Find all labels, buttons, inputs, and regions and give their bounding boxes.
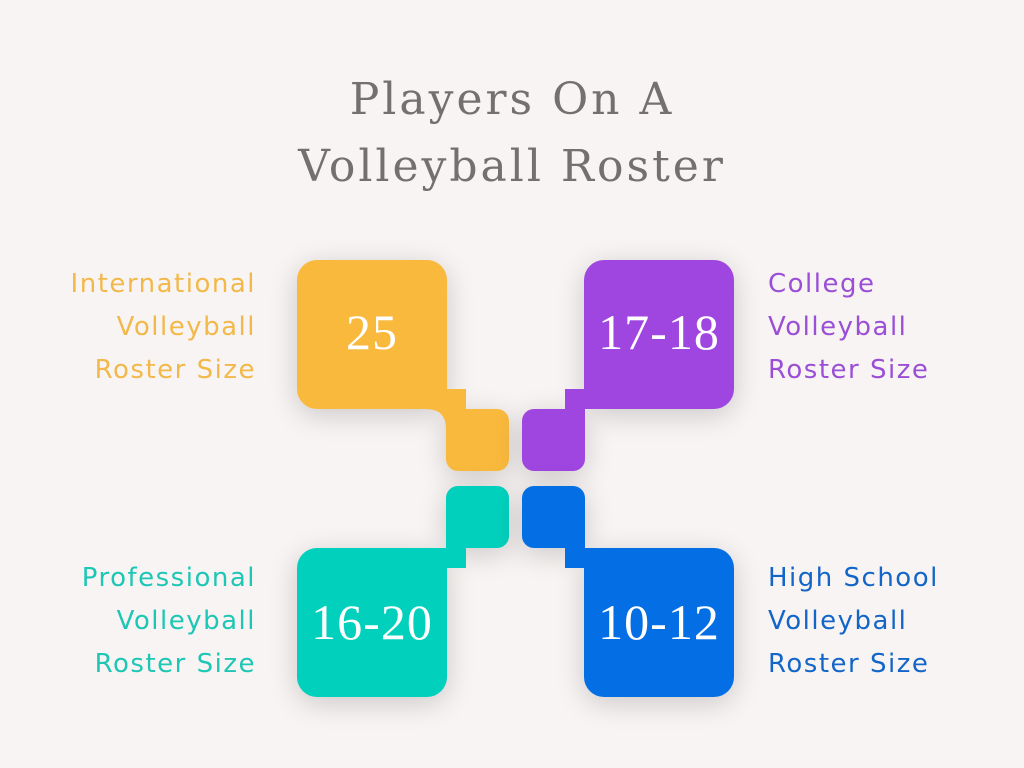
international-connector	[426, 389, 466, 429]
high-school-connector	[565, 528, 605, 568]
high-school-value: 10-12	[598, 594, 720, 650]
college-value: 17-18	[598, 304, 720, 360]
title-line-2: Volleyball Roster	[298, 141, 726, 192]
title-line-1: Players On A	[349, 74, 675, 125]
international-big-block	[297, 260, 447, 409]
professional-connector	[426, 528, 466, 568]
professional-big-block	[297, 548, 447, 697]
high-school-big-block	[584, 548, 734, 697]
international-label: International Volleyball Roster Size	[70, 269, 256, 385]
professional-label: Professional Volleyball Roster Size	[81, 563, 256, 679]
high-school-label: High School Volleyball Roster Size	[768, 563, 939, 679]
college-connector	[565, 389, 605, 429]
international-value: 25	[346, 304, 398, 360]
college-label: College Volleyball Roster Size	[768, 269, 930, 385]
professional-value: 16-20	[311, 594, 433, 650]
college-big-block	[584, 260, 734, 409]
infographic-title: Players On A Volleyball Roster	[0, 66, 1024, 200]
